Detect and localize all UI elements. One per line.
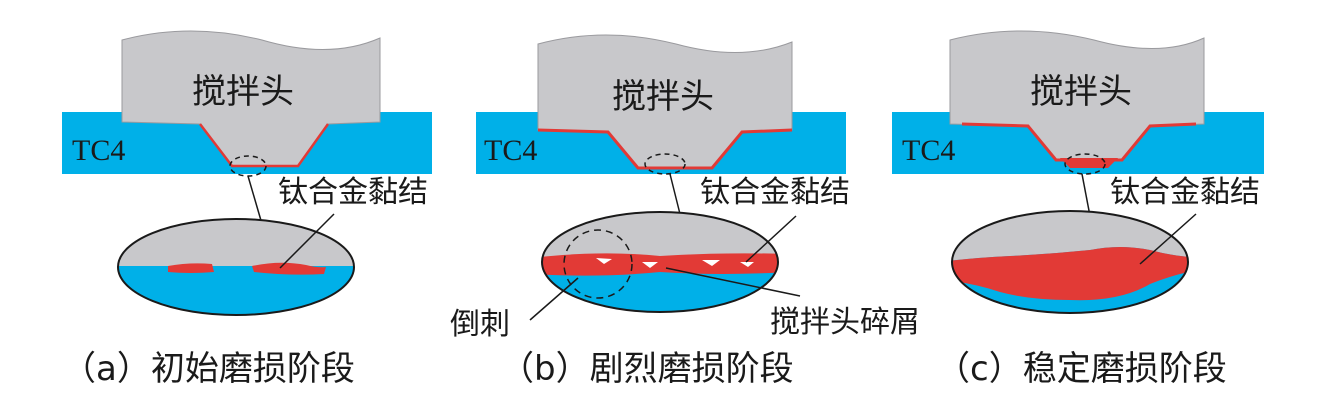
panel-c-leader-zoom	[1081, 173, 1091, 217]
panel-c-caption: （c）稳定磨损阶段	[936, 349, 1227, 389]
panel-b-leader-debris	[665, 267, 801, 297]
panel-b-debris	[740, 262, 754, 267]
panel-c-material-label: TC4	[902, 134, 955, 167]
panel-a-detail-ellipse	[118, 219, 354, 315]
panel-a-leader-adhesion	[279, 213, 335, 269]
panel-c-tip-adhesion	[1060, 158, 1118, 168]
panel-b-cross-section: 搅拌头 TC4	[476, 34, 846, 175]
panel-c-adhesion-label: 钛合金黏结	[1110, 175, 1260, 210]
panel-b-burr-marker	[563, 229, 633, 299]
panel-a-leader-zoom	[247, 175, 263, 225]
panel-a-adhesion-patch	[168, 263, 214, 273]
panel-b-adhesion-label: 钛合金黏结	[700, 175, 850, 210]
panel-b-leader-burr	[529, 277, 579, 321]
panel-a-material-label: TC4	[72, 134, 125, 167]
panel-b-burr-label: 倒刺	[450, 307, 510, 342]
panel-b-tool-adhesion-edge	[537, 128, 793, 170]
panel-c-tool-label: 搅拌头	[1030, 72, 1132, 112]
panel-b-detail-outline	[541, 211, 779, 313]
panel-b-debris-label: 搅拌头碎屑	[770, 305, 920, 340]
panel-a-adhesion-patch	[252, 262, 326, 275]
panel-a-detail-outline	[117, 218, 355, 316]
panel-a-tool	[121, 30, 381, 167]
panel-b-detail-marker	[644, 153, 686, 175]
panel-c-adhesion-layer	[952, 247, 1188, 301]
panel-a-cross-section: 搅拌头 TC4	[62, 30, 432, 177]
panel-a-adhesion-label: 钛合金黏结	[278, 175, 428, 210]
panel-a-tool-label: 搅拌头	[192, 72, 294, 112]
panel-b-debris	[702, 260, 720, 266]
panel-b: 搅拌头 TC4 钛合金黏结 倒刺 搅拌头碎屑 （b）剧烈磨损阶段	[450, 34, 920, 389]
panel-a: 搅拌头 TC4 钛合金黏结 （a）初始磨损阶段	[62, 30, 432, 389]
panel-c-detail-ellipse	[952, 211, 1188, 313]
panel-b-material-label: TC4	[484, 134, 537, 167]
panel-b-leader-adhesion	[745, 215, 797, 263]
panel-a-caption: （a）初始磨损阶段	[62, 349, 355, 389]
panel-b-debris	[642, 262, 658, 268]
panel-b-caption: （b）剧烈磨损阶段	[500, 349, 794, 389]
panel-c-leader-adhesion	[1139, 213, 1197, 265]
panel-b-tool-label: 搅拌头	[612, 77, 714, 117]
panel-c: 搅拌头 TC4 钛合金黏结 （c）稳定磨损阶段	[892, 30, 1264, 389]
panel-c-cross-section: 搅拌头 TC4	[892, 30, 1264, 175]
panel-a-tool-adhesion-edge	[199, 123, 330, 168]
panel-c-detail-outline	[951, 210, 1189, 314]
panel-b-debris	[596, 258, 612, 264]
panel-c-detail-marker	[1064, 153, 1106, 175]
panel-b-adhesion-band	[542, 253, 778, 276]
